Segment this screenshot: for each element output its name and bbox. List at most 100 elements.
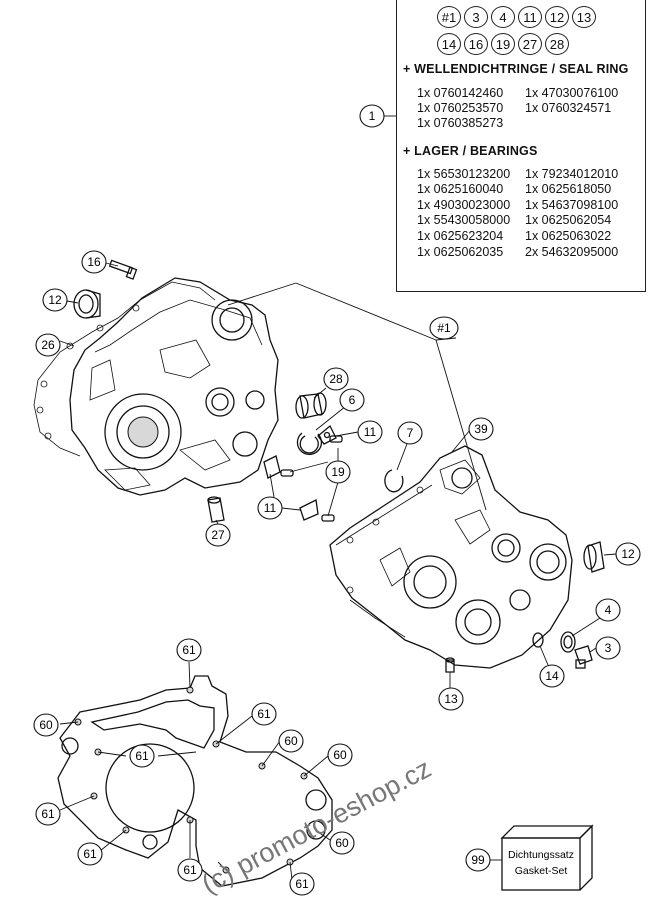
- bearing-part: 1x 0625160040: [417, 182, 504, 196]
- set-row-2: 14 16 19 27 28: [437, 33, 569, 55]
- callout-4: 4: [595, 598, 621, 622]
- svg-text:19: 19: [331, 465, 345, 479]
- svg-text:61: 61: [41, 807, 55, 821]
- bearings-title: + LAGER / BEARINGS: [403, 144, 538, 158]
- watermark: (c) promoto-eshop.cz: [197, 753, 436, 899]
- callout-3: 3: [595, 636, 621, 660]
- svg-text:12: 12: [48, 293, 62, 307]
- svg-text:61: 61: [182, 643, 196, 657]
- svg-text:39: 39: [474, 422, 488, 436]
- callout-16: 16: [81, 250, 107, 274]
- callout-12-right: 12: [615, 542, 641, 566]
- callout-26: 26: [35, 333, 61, 357]
- set-item: 16: [464, 33, 488, 55]
- plug-screw-3: [574, 645, 593, 669]
- svg-text:26: 26: [41, 338, 55, 352]
- right-crankcase-half: [329, 445, 573, 669]
- svg-text:11: 11: [264, 501, 277, 515]
- svg-text:12: 12: [621, 547, 635, 561]
- bearing-part: 1x 49030023000: [417, 198, 511, 212]
- callout-60-left: 60: [33, 713, 59, 737]
- gasket-set-label-de: Dichtungssatz: [508, 849, 574, 861]
- seal-ring-12-left: [73, 289, 101, 319]
- seal-part: 1x 47030076100: [525, 86, 619, 100]
- svg-text:1: 1: [369, 109, 376, 123]
- circlip-7: [384, 469, 404, 493]
- bearing-28: [295, 392, 327, 419]
- callout-14: 14: [539, 664, 565, 688]
- svg-text:27: 27: [211, 528, 225, 542]
- callout-60-right: 60: [327, 743, 353, 767]
- svg-text:4: 4: [605, 603, 612, 617]
- gasket-set-label-en: Gasket-Set: [515, 865, 568, 877]
- callout-1: 1: [359, 104, 385, 128]
- svg-text:61: 61: [135, 749, 149, 763]
- svg-text:60: 60: [39, 718, 53, 732]
- svg-text:13: 13: [444, 692, 458, 706]
- callout-13: 13: [438, 687, 464, 711]
- svg-text:6: 6: [349, 393, 356, 407]
- svg-text:61: 61: [183, 863, 197, 877]
- callout-99: 99: [465, 848, 491, 872]
- bearing-part: 1x 54637098100: [525, 198, 619, 212]
- callout-61-mid-left: 61: [129, 744, 155, 768]
- svg-text:11: 11: [364, 425, 377, 439]
- svg-text:61: 61: [257, 707, 271, 721]
- set-item: 27: [518, 33, 542, 55]
- svg-text:60: 60: [335, 836, 349, 850]
- callout-61-top: 61: [176, 638, 202, 662]
- bearing-part: 1x 56530123200: [417, 167, 511, 181]
- callout-60-mid: 60: [278, 729, 304, 753]
- set-item: 13: [572, 6, 596, 28]
- left-crankcase-half: [33, 277, 279, 496]
- set-item: 3: [464, 6, 488, 28]
- svg-text:60: 60: [333, 748, 347, 762]
- callout-27: 27: [205, 523, 231, 547]
- washer-4: [560, 631, 576, 653]
- svg-text:99: 99: [471, 853, 485, 867]
- callout-19: 19: [325, 460, 351, 484]
- callouts: 1 16 12 26 #1 28 6 11 7 39 19 11 27 12 4…: [33, 104, 641, 896]
- svg-text:16: 16: [87, 255, 101, 269]
- bearing-part: 1x 0625063022: [525, 229, 612, 243]
- svg-text:7: 7: [407, 426, 414, 440]
- callout-61-bottom-mid: 61: [177, 858, 203, 882]
- callout-hash1: #1: [429, 316, 459, 340]
- svg-text:3: 3: [605, 641, 612, 655]
- svg-text:#1: #1: [437, 321, 451, 335]
- seal-part: 1x 0760324571: [525, 101, 612, 115]
- svg-text:14: 14: [545, 669, 559, 683]
- bearing-part: 1x 0625623204: [417, 229, 504, 243]
- bracket-11-top: [317, 424, 337, 445]
- svg-text:28: 28: [329, 372, 343, 386]
- leader-lines: [59, 115, 617, 881]
- bushing-27: [207, 496, 225, 523]
- seal-part: 1x 0760142460: [417, 86, 504, 100]
- callout-61-bottom-right: 61: [289, 872, 315, 896]
- set-item: 11: [518, 6, 542, 28]
- screw-16: [108, 259, 138, 280]
- callout-39: 39: [468, 417, 494, 441]
- parts-legend-box: #1 3 4 11 12 13 14 16 19 27 28 + WELLEND…: [396, 0, 646, 292]
- seal-ring-title: + WELLENDICHTRINGE / SEAL RING: [403, 62, 629, 76]
- callout-61-bottom-left: 61: [77, 842, 103, 866]
- dowel-13: [445, 657, 455, 673]
- callout-6: 6: [339, 388, 365, 412]
- set-item: 28: [545, 33, 569, 55]
- bearing-part: 1x 0625618050: [525, 182, 612, 196]
- seal-14: [532, 632, 544, 648]
- set-item: 4: [491, 6, 515, 28]
- bearing-part: 1x 0625062054: [525, 213, 612, 227]
- set-row-1: #1 3 4 11 12 13: [437, 6, 596, 28]
- callout-7: 7: [397, 421, 423, 445]
- set-item: 12: [545, 6, 569, 28]
- seal-ring-12-right: [583, 541, 605, 573]
- set-item: 14: [437, 33, 461, 55]
- gasket-set-box: Dichtungssatz Gasket-Set: [500, 824, 594, 891]
- bearing-part: 2x 54632095000: [525, 245, 619, 259]
- set-item: #1: [437, 6, 461, 28]
- svg-text:61: 61: [83, 847, 97, 861]
- svg-text:60: 60: [284, 734, 298, 748]
- callout-61-left: 61: [35, 802, 61, 826]
